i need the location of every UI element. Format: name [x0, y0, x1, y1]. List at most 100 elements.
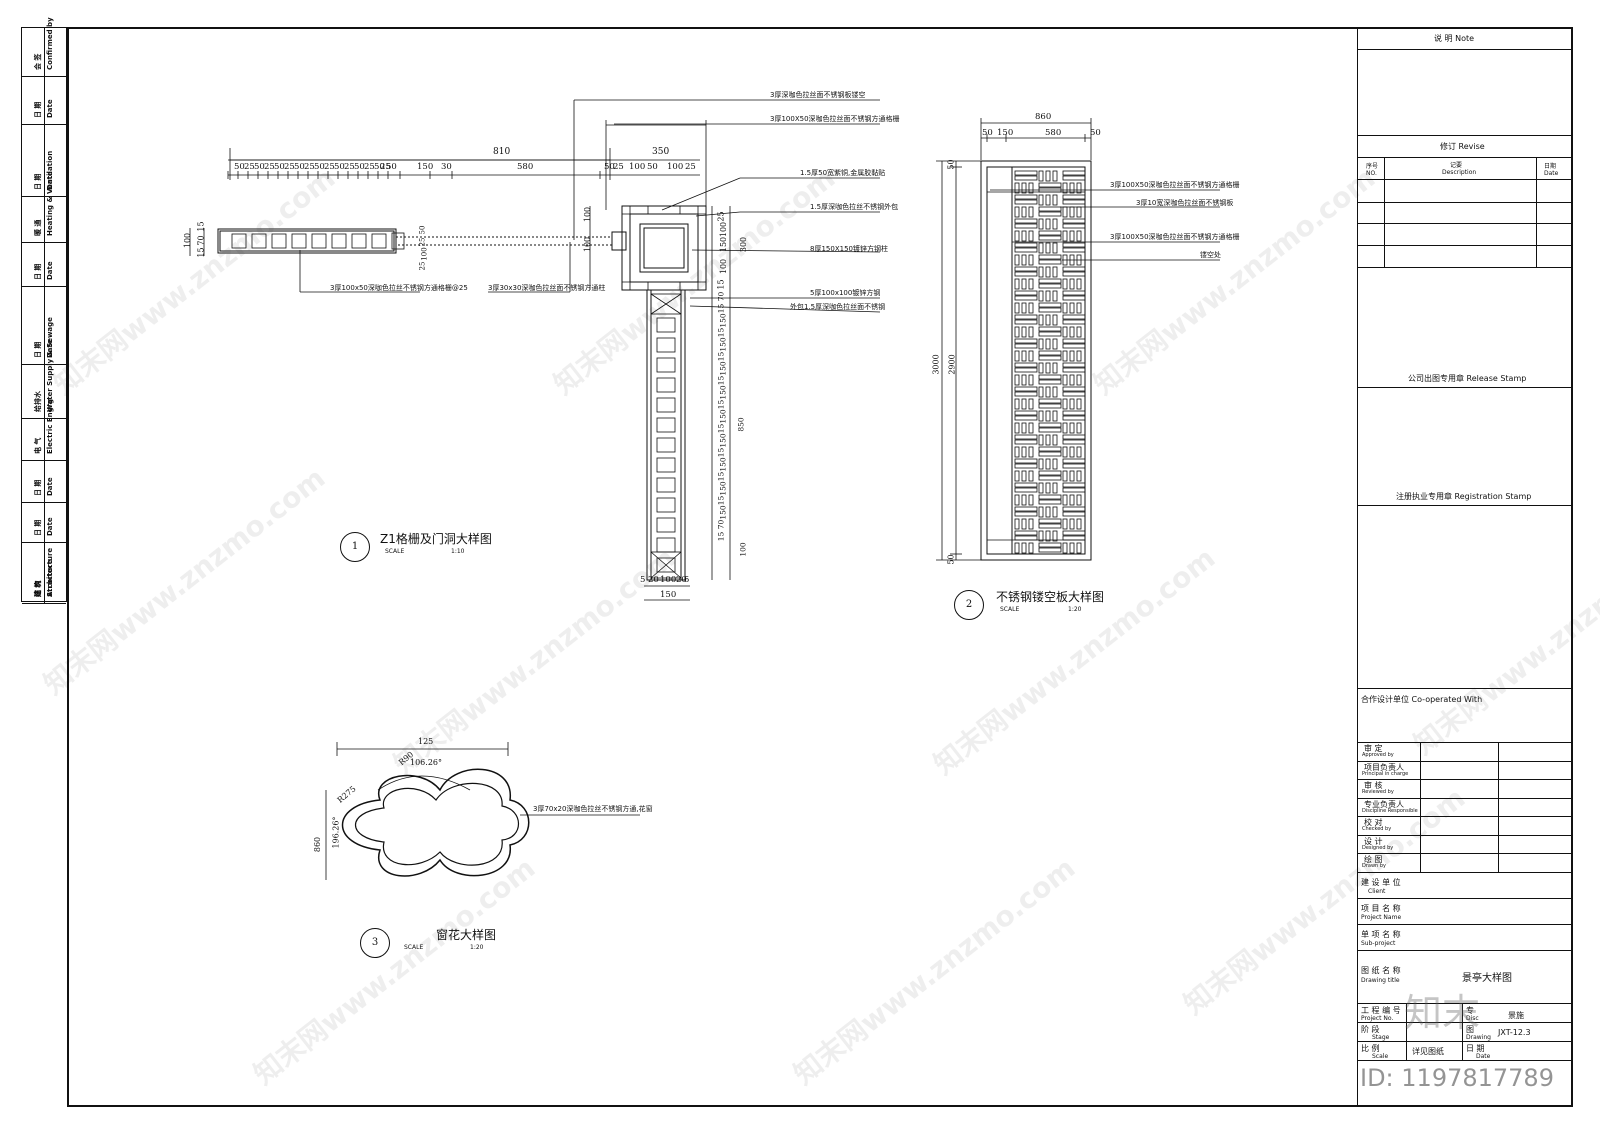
weave-v: [1021, 470, 1027, 482]
weave-h: [1038, 211, 1062, 217]
role-cn: 项目负责人: [1364, 762, 1404, 772]
weave-h: [1014, 506, 1038, 512]
weave-h: [1062, 199, 1086, 205]
window-dim: 125: [418, 737, 434, 746]
weave-v: [1045, 170, 1051, 182]
weave-v: [1076, 374, 1082, 386]
weave-h: [1014, 343, 1038, 349]
weave-v: [1062, 398, 1068, 410]
weave-h: [1038, 230, 1062, 236]
grille-end: [391, 232, 405, 250]
weave-v: [1028, 374, 1034, 386]
weave-h: [1038, 302, 1062, 308]
top-dim: 25: [685, 162, 696, 172]
weave-v: [1014, 278, 1020, 290]
bottom-dim: 20: [676, 575, 687, 585]
weave-v: [1045, 266, 1051, 278]
window-inner: [355, 782, 519, 866]
right-small-dim: 100: [420, 247, 429, 261]
weave-h: [1062, 439, 1086, 445]
top-dim: 25: [244, 162, 255, 172]
detail-3-annotation: 3厚70x20深咖色拉丝不锈钢方通,花窗: [533, 805, 653, 813]
vgrille-bottom: [650, 551, 682, 579]
role-cn: 专业负责人: [1364, 799, 1404, 809]
weave-v: [1014, 398, 1020, 410]
top-dim: 50: [234, 162, 245, 172]
vgrille-square: [656, 337, 676, 353]
weave-h: [1062, 175, 1086, 181]
scale-en: Scale: [1372, 1053, 1389, 1060]
weave-v: [1028, 206, 1034, 218]
vert-dim: 150: [718, 505, 728, 520]
weave-v: [1052, 170, 1058, 182]
discipline-en: Disc: [1466, 1015, 1479, 1022]
weave-h: [1038, 475, 1062, 481]
weave-v: [1021, 446, 1027, 458]
rev-date-en: Date: [1544, 170, 1559, 177]
vert-dim: 15: [716, 471, 726, 482]
panel-top-dim: 50: [1090, 128, 1101, 138]
grille-square: [231, 233, 247, 249]
top-dim: 25: [324, 162, 335, 172]
scale-cn: 比 例: [1361, 1044, 1380, 1053]
leader: [661, 177, 741, 211]
weave-v: [1038, 530, 1044, 542]
weave-v: [1028, 278, 1034, 290]
vgrille-frame: [646, 289, 686, 581]
weave-v: [1021, 518, 1027, 530]
detail-3-scale-label: SCALE: [404, 944, 424, 951]
tube-end: [611, 231, 627, 251]
weave-v: [1014, 206, 1020, 218]
bottom-dim: 20: [648, 575, 659, 585]
detail-1-title: Z1格栅及门洞大样图: [380, 532, 492, 546]
weave-h: [1014, 247, 1038, 253]
left-dim: 15: [196, 221, 206, 232]
vgrille-square: [656, 417, 676, 433]
weave-h: [1062, 218, 1086, 224]
weave-v: [1045, 482, 1051, 494]
weave-h: [1014, 434, 1038, 440]
date-en: Date: [1476, 1053, 1491, 1060]
weave-v: [1052, 290, 1058, 302]
leader: [691, 249, 881, 253]
weave-v: [1045, 218, 1051, 230]
vgrille-square: [656, 557, 676, 573]
weave-h: [1014, 487, 1038, 493]
panel-left-dim: 50: [946, 159, 956, 170]
weave-v: [1069, 374, 1075, 386]
top-dim: 25: [304, 162, 315, 172]
weave-v: [1045, 410, 1051, 422]
weave-h: [1038, 494, 1062, 500]
weave-v: [1021, 326, 1027, 338]
weave-h: [1062, 343, 1086, 349]
weave-h: [1014, 511, 1038, 517]
weave-v: [1052, 506, 1058, 518]
weave-v: [1038, 506, 1044, 518]
vert-dim: 15: [716, 447, 726, 458]
weave-v: [1062, 422, 1068, 434]
weave-h: [1062, 487, 1086, 493]
weave-h: [1038, 499, 1062, 505]
weave-v: [1021, 494, 1027, 506]
note-header: 说 明 Note: [1434, 34, 1475, 43]
right-col-dim: 300: [739, 236, 749, 253]
column-notch: [697, 206, 706, 215]
weave-h: [1038, 350, 1062, 356]
grille-frame: [217, 228, 397, 254]
weave-h: [1062, 223, 1086, 229]
top-dim: 50: [314, 162, 325, 172]
role-en: Approved by: [1362, 752, 1394, 758]
weave-v: [1062, 326, 1068, 338]
weave-h: [1038, 379, 1062, 385]
bottom-dim: 100: [660, 575, 677, 585]
weave-h: [1014, 338, 1038, 344]
weave-v: [1038, 218, 1044, 230]
weave-v: [1038, 434, 1044, 446]
column-notch: [622, 281, 631, 290]
weave-h: [1062, 170, 1086, 176]
weave-v: [1069, 398, 1075, 410]
annotation: 3厚100x50深咖色拉丝不锈钢方通格栅@25: [330, 284, 468, 292]
weave-v: [1062, 446, 1068, 458]
doorway-bar: [395, 236, 613, 246]
